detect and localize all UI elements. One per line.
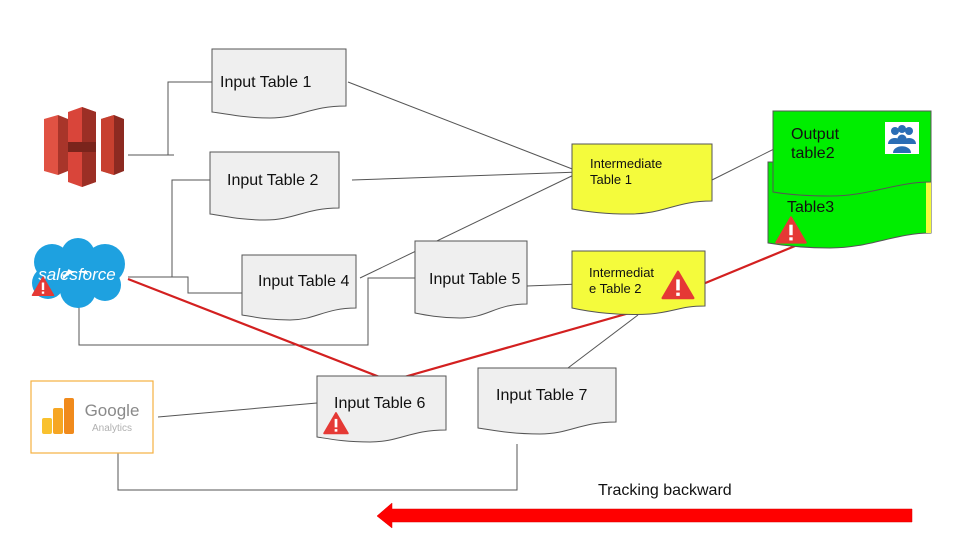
- label-input-table-5: Input Table 5: [429, 271, 521, 288]
- label-input-table-1: Input Table 1: [220, 74, 312, 91]
- label-input-table-2: Input Table 2: [227, 172, 319, 189]
- google-analytics-logo: Google Analytics: [30, 380, 154, 454]
- salesforce-wordmark: salesforce: [38, 265, 115, 284]
- salesforce-logo: salesforce: [31, 238, 125, 308]
- node-intermediate-table-1[interactable]: [571, 143, 713, 215]
- node-input-table-4[interactable]: [241, 254, 357, 321]
- connector-input5-inter2: [526, 283, 581, 287]
- connector-input7-inter2: [559, 314, 639, 375]
- label-input-table-4: Input Table 4: [258, 273, 350, 290]
- trace-line: [127, 244, 796, 383]
- ga-wordmark-analytics: Analytics: [92, 423, 132, 434]
- node-input-table-2[interactable]: [209, 151, 340, 221]
- connector-ga-input7: [117, 444, 518, 491]
- s3-logo: [44, 107, 124, 187]
- tracking-backward-caption: Tracking backward: [598, 482, 732, 499]
- connector-salesforce-input2: [128, 179, 212, 278]
- connector-input2-inter1: [351, 171, 581, 181]
- tracking-backward-arrow: [376, 502, 913, 529]
- connector-input1-inter1: [347, 81, 581, 173]
- connector-inter1-output: [711, 144, 783, 181]
- node-input-table-6[interactable]: [316, 375, 447, 443]
- connector-input4-inter1: [359, 171, 581, 279]
- connector-salesforce-input5: [78, 277, 420, 346]
- node-input-table-1[interactable]: [211, 48, 347, 119]
- label-table3: Table3: [787, 199, 835, 216]
- ga-wordmark-google: Google: [85, 401, 140, 420]
- label-input-table-7: Input Table 7: [496, 387, 588, 404]
- label-input-table-6: Input Table 6: [334, 395, 426, 412]
- label-intermediate-table-2: Intermediate Table 2: [589, 265, 655, 296]
- connector-ga-input6: [157, 402, 318, 418]
- node-input-table-7[interactable]: [477, 367, 617, 435]
- connector-s3-input1: [128, 81, 212, 156]
- node-input-table-5[interactable]: [414, 240, 528, 319]
- users-icon: [885, 122, 919, 154]
- connectors: [78, 81, 783, 491]
- label-intermediate-table-1: Intermediate Table 1: [590, 156, 663, 187]
- connector-salesforce-input4: [128, 276, 250, 294]
- label-output-table2: Output table2: [791, 126, 840, 163]
